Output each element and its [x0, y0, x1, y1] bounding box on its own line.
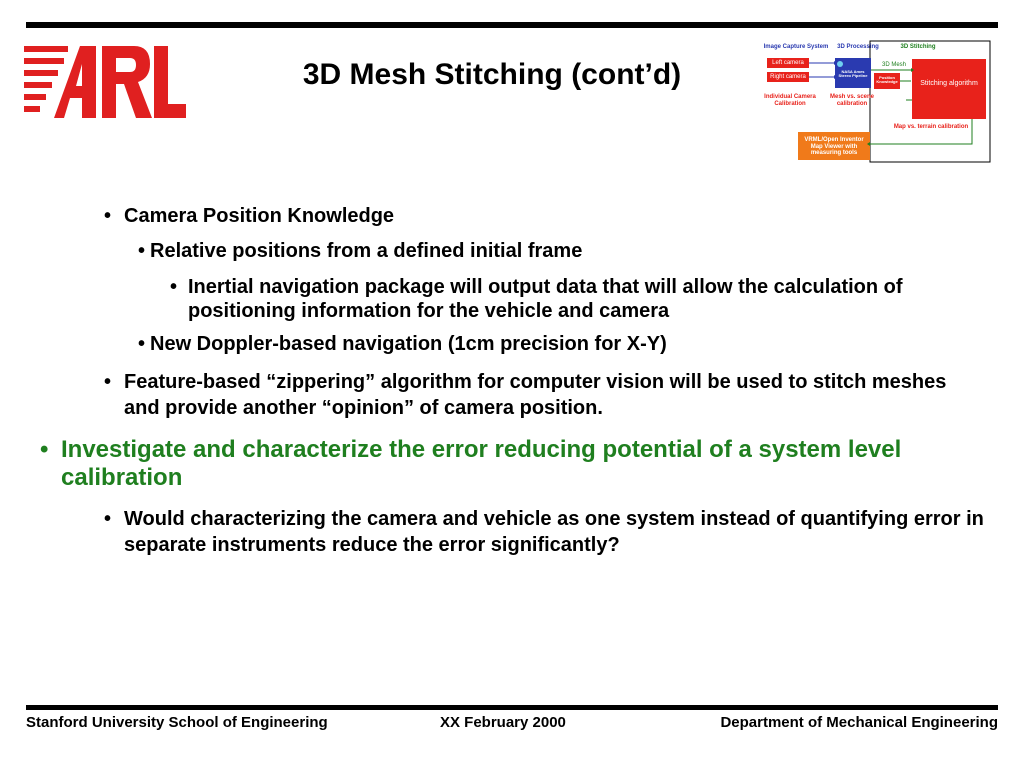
- bullet-text: Camera Position Knowledge: [124, 205, 395, 227]
- header-processing: 3D Processing: [837, 44, 879, 50]
- bullet-text: Feature-based “zippering” algorithm for …: [124, 371, 947, 419]
- header-stitching: 3D Stitching: [900, 44, 936, 50]
- bullet-text: New Doppler-based navigation (1cm precis…: [150, 333, 667, 355]
- bullet-marker: •: [138, 240, 146, 262]
- footer-date: XX February 2000: [440, 714, 566, 731]
- bullet-text: Relative positions from a defined initia…: [150, 240, 583, 262]
- system-diagram: Image Capture System 3D Processing 3D St…: [760, 40, 992, 164]
- pipeline-box: NASA Ames Stereo Pipeline: [838, 69, 868, 79]
- bottom-rule: [26, 705, 998, 710]
- bullet-marker: •: [40, 436, 49, 463]
- bullet-marker: •: [104, 508, 112, 530]
- bullet-inertial-navigation: • Inertial navigation package will outpu…: [170, 275, 988, 323]
- footer-left: Stanford University School of Engineerin…: [26, 714, 328, 731]
- slide-title: 3D Mesh Stitching (cont’d): [302, 58, 682, 91]
- bullet-marker: •: [170, 276, 178, 298]
- header-capture: Image Capture System: [763, 44, 829, 50]
- bullet-marker: •: [104, 371, 112, 393]
- bullet-marker: •: [138, 333, 146, 355]
- map-vs-terrain-label: Map vs. terrain calibration: [893, 124, 969, 130]
- stitching-algorithm-box: Stitching algorithm: [920, 80, 978, 87]
- position-knowledge-box: Position Knowledge: [876, 75, 898, 85]
- right-camera-box: Right camera: [770, 74, 806, 80]
- diagram-lines: [767, 40, 991, 163]
- footer-right: Department of Mechanical Engineering: [720, 714, 998, 731]
- bullet-system-calibration: • Investigate and characterize the error…: [40, 436, 980, 492]
- bullet-text: Would characterizing the camera and vehi…: [124, 508, 984, 556]
- arl-logo: [24, 46, 186, 118]
- top-rule: [26, 22, 998, 28]
- bullet-doppler-navigation: • New Doppler-based navigation (1cm prec…: [138, 331, 988, 357]
- bullet-camera-position: • Camera Position Knowledge: [104, 203, 984, 229]
- vrml-viewer-box: VRML/Open Inventor Map Viewer with measu…: [804, 137, 864, 157]
- mesh-vs-scene-label: Mesh vs. scene calibration: [829, 94, 875, 107]
- mesh-label: 3D Mesh: [881, 62, 906, 68]
- bullet-text: Inertial navigation package will output …: [188, 276, 903, 322]
- bullet-zippering: • Feature-based “zippering” algorithm fo…: [104, 369, 984, 421]
- bullet-relative-positions: • Relative positions from a defined init…: [138, 238, 988, 264]
- bullet-text: Investigate and characterize the error r…: [61, 436, 902, 491]
- left-camera-box: Left camera: [772, 60, 804, 66]
- bullet-characterizing-question: • Would characterizing the camera and ve…: [104, 506, 984, 558]
- individual-calibration-label: Individual Camera Calibration: [764, 94, 816, 107]
- bullet-marker: •: [104, 205, 112, 227]
